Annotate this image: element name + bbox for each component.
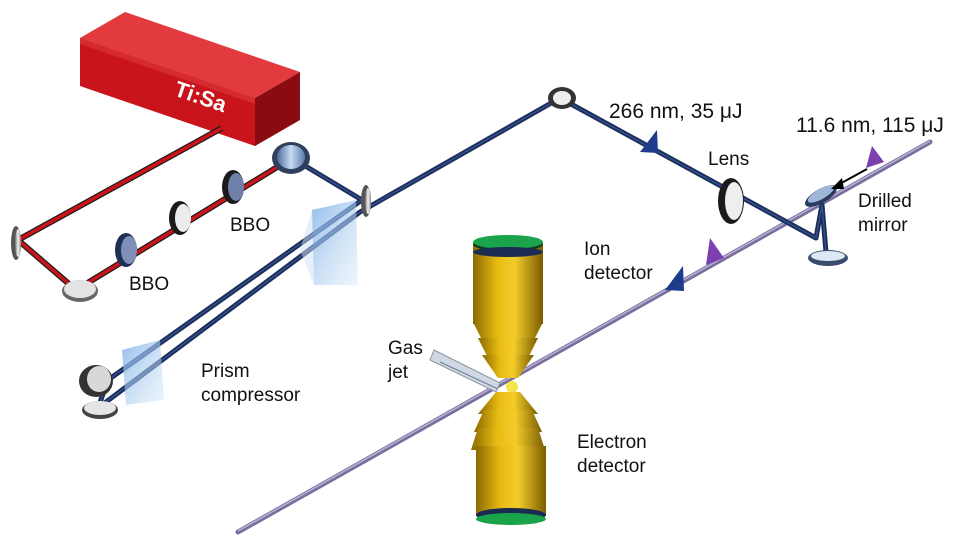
mirror-prism-2 — [82, 401, 118, 419]
bbo-label-2: BBO — [230, 215, 271, 236]
prism-upper — [300, 200, 358, 285]
ion-detector — [473, 235, 543, 378]
xuv-pulse-label: 11.6 nm, 115 μJ — [796, 114, 944, 137]
mirror-prism-1 — [79, 365, 113, 397]
mirror-fold — [361, 185, 371, 217]
optic-1 — [115, 233, 137, 267]
drilled-mirror — [805, 185, 837, 207]
prism-lower — [122, 340, 164, 405]
uv-pulse-marker-1 — [640, 130, 658, 153]
lens-label: Lens — [708, 149, 750, 170]
mirror-bottom-left — [62, 280, 98, 302]
mirror-top — [548, 87, 576, 109]
xuv-pulse-marker-1 — [706, 238, 724, 265]
xuv-beam — [235, 139, 933, 535]
lens — [718, 178, 744, 224]
uv-pulse-marker-2 — [665, 266, 684, 291]
xuv-pulse-marker-2 — [866, 146, 884, 168]
optic-3 — [222, 170, 244, 204]
uv-beam — [95, 95, 829, 411]
dichroic-mirror — [272, 142, 310, 174]
electron-detector — [471, 392, 546, 525]
mirror-left — [11, 226, 21, 260]
focusing-mirror — [808, 250, 848, 266]
uv-pulse-label: 266 nm, 35 μJ — [609, 100, 743, 123]
interaction-point — [506, 381, 518, 393]
bbo-label-1: BBO — [129, 274, 170, 295]
tisa-laser — [80, 12, 300, 146]
fundamental-beam — [15, 125, 294, 293]
optic-2 — [169, 201, 191, 235]
